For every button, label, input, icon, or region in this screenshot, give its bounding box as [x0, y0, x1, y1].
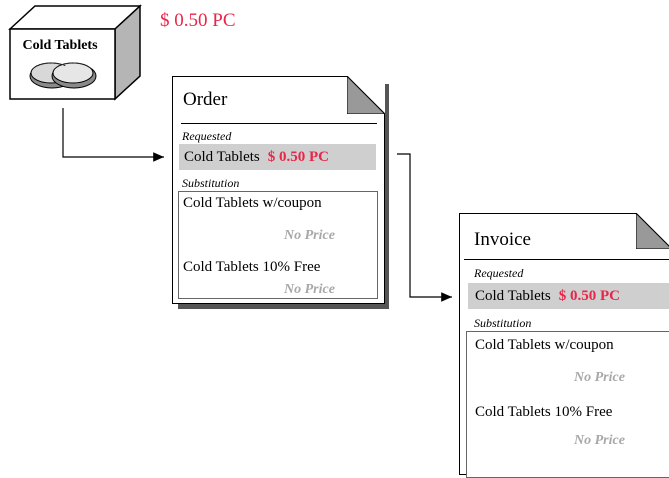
- invoice-sub-item-price: No Price: [574, 433, 625, 448]
- page-fold-icon: [347, 76, 385, 114]
- invoice-requested-row: Cold Tablets $ 0.50 PC: [468, 283, 669, 309]
- tablets-icon: [29, 62, 97, 89]
- order-requested-item: Cold Tablets: [184, 149, 260, 165]
- invoice-sub-item-name: Cold Tablets w/coupon: [475, 337, 614, 353]
- order-title: Order: [183, 89, 228, 110]
- product-label: Cold Tablets: [22, 38, 98, 53]
- order-requested-price: $ 0.50 PC: [267, 149, 330, 165]
- order-substitution-label: Substitution: [182, 176, 240, 190]
- page-fold-icon: [636, 213, 669, 249]
- product-box-graphic: [8, 4, 142, 101]
- order-title-divider: [181, 123, 377, 124]
- invoice-requested-price: $ 0.50 PC: [558, 288, 621, 304]
- invoice-title: Invoice: [474, 229, 531, 250]
- order-requested-row: Cold Tablets $ 0.50 PC: [179, 144, 376, 170]
- arrow-order-to-invoice: [397, 153, 452, 302]
- invoice-requested-item: Cold Tablets: [475, 288, 551, 304]
- order-sub-item-name: Cold Tablets 10% Free: [183, 259, 321, 275]
- invoice-substitution-label: Substitution: [474, 316, 532, 330]
- invoice-sub-item-price: No Price: [574, 370, 625, 385]
- product-price: $ 0.50 PC: [160, 10, 236, 31]
- invoice-sub-item-name: Cold Tablets 10% Free: [475, 404, 613, 420]
- invoice-title-divider: [464, 259, 669, 260]
- invoice-document: Invoice Requested Cold Tablets$ 0.50 PC …: [459, 213, 669, 478]
- order-sub-item-name: Cold Tablets w/coupon: [183, 195, 322, 211]
- order-sub-item-price: No Price: [284, 282, 335, 297]
- order-document: Order Requested Cold Tablets $ 0.50 PC Su…: [172, 76, 385, 304]
- order-sub-item-price: No Price: [284, 228, 335, 243]
- connector-arrows: [62, 108, 452, 302]
- invoice-substitution-list: Cold Tablets w/coupon No Price Cold Tabl…: [466, 331, 669, 478]
- order-requested-label: Requested: [182, 129, 232, 143]
- invoice-requested-label: Requested: [474, 266, 524, 280]
- order-substitution-list: Cold Tablets w/coupon No Price Cold Tabl…: [178, 191, 378, 299]
- arrow-product-to-order: [62, 108, 164, 162]
